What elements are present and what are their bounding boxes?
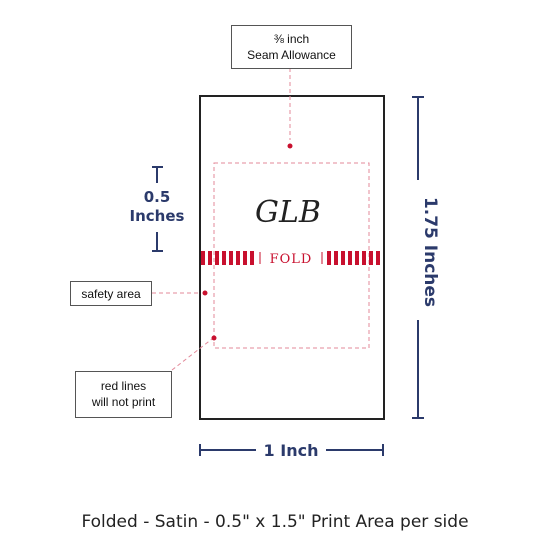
redlines-leader-line xyxy=(171,338,213,371)
fold-label: FOLD xyxy=(270,252,313,267)
safety-leader-dot xyxy=(202,290,208,296)
right-dimension-label: 1.75 Inches xyxy=(420,197,440,307)
seam-leader-dot xyxy=(287,143,293,149)
left-dimension-line2: Inches xyxy=(129,207,185,225)
left-dimension-bracket xyxy=(152,166,163,252)
bottom-dimension-label: 1 Inch xyxy=(264,441,319,460)
left-dimension-label: 0.5 Inches xyxy=(127,188,187,226)
logo: GLB xyxy=(255,195,321,230)
safety-area-callout: safety area xyxy=(70,281,152,306)
right-dimension-bracket xyxy=(412,96,424,419)
seam-allowance-line2: Seam Allowance xyxy=(247,48,336,62)
red-lines-callout: red lines will not print xyxy=(75,371,172,418)
caption: Folded - Satin - 0.5" x 1.5" Print Area … xyxy=(81,512,469,532)
redlines-leader-dot xyxy=(211,335,217,341)
seam-allowance-callout: ⅜ inch Seam Allowance xyxy=(231,25,352,69)
seam-allowance-line1: ⅜ inch xyxy=(273,32,310,46)
safety-area-label: safety area xyxy=(81,287,141,301)
fold-stripes-right xyxy=(327,251,380,265)
bottom-dimension-bracket xyxy=(199,444,384,456)
red-lines-line2: will not print xyxy=(91,395,156,409)
fold-stripes-left xyxy=(201,251,254,265)
red-lines-line1: red lines xyxy=(100,379,147,393)
label-outline xyxy=(199,95,385,420)
left-dimension-line1: 0.5 xyxy=(143,188,171,206)
